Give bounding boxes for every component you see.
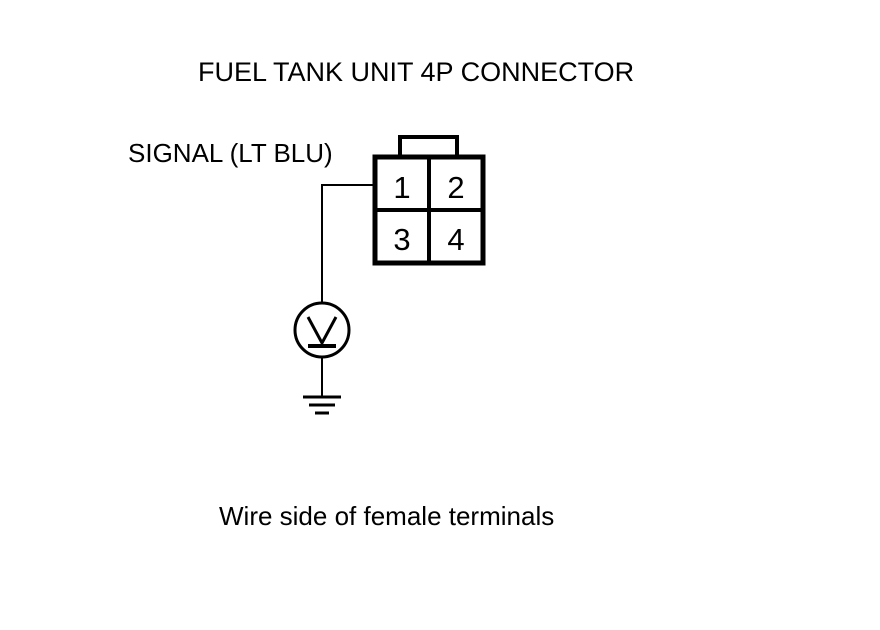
voltmeter-icon — [293, 301, 351, 359]
pin-3-label: 3 — [393, 222, 410, 257]
pin-1-label: 1 — [393, 170, 410, 205]
pin-4-label: 4 — [447, 222, 464, 257]
diagram-caption: Wire side of female terminals — [219, 501, 555, 531]
signal-wire-label: SIGNAL (LT BLU) — [128, 138, 333, 168]
signal-wire — [321, 184, 375, 303]
connector-lock-tab — [398, 135, 459, 158]
connector: 1 2 3 4 — [372, 135, 486, 266]
ground-icon — [303, 395, 341, 415]
pin-2-label: 2 — [447, 170, 464, 205]
diagram-title: FUEL TANK UNIT 4P CONNECTOR — [198, 57, 635, 87]
